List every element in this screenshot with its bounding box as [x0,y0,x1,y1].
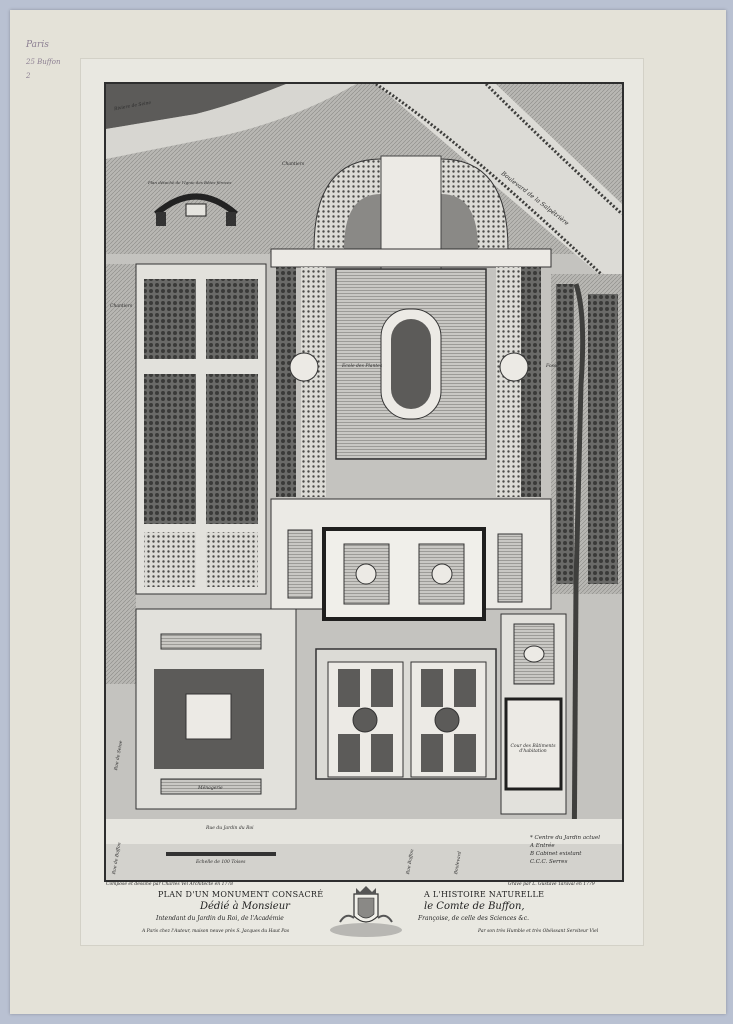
label-menagerie: Ménagerie [198,786,223,791]
title-right: A L'HISTOIRE NATURELLE [424,890,545,899]
legend-item-entree: A Entrée [530,843,555,849]
pencil-note-2: 25 Buffon [26,58,61,66]
label-cour: Cour des Bâtiments d'habitation [510,744,556,754]
label-chantiers: Chantiers [282,162,305,167]
intendant-left: Intendant du Jardin du Roi, de l'Académi… [156,915,284,922]
plan-drawing [106,84,622,880]
address-right: Par son très Humble et très Obéissant Se… [478,929,599,934]
label-plan-detache: Plan détaché de l'Ignie des Bêtes féroce… [148,180,232,185]
legend-item-centre: * Centre du Jardin actuel [530,835,600,841]
intendant-right: Françoise, de celle des Sciences &c. [418,915,530,922]
menagerie-detail-plan [154,193,238,226]
legend-item-serres: C.C.C. Serres [530,859,568,865]
seine-river [106,84,286,129]
credit-engraved: Gravé par L. Gustave Taraval en 1779 [508,882,595,887]
garden-plan-map: Riviere de Seine Chantiers Plan détaché … [104,82,624,882]
label-ecole-plantes: Ecole des Plantes [342,364,383,369]
pencil-note-3: 2 [26,72,31,80]
label-fosse: Fossé [546,364,559,369]
pencil-note-1: Paris [26,40,49,50]
map-legend: * Centre du Jardin actuel A Entrée B Cab… [530,834,600,866]
central-basin [391,319,431,409]
canal [573,283,586,585]
title-left: PLAN D'UN MONUMENT CONSACRÉ [158,890,324,899]
label-chantiers-left: Chantiers [110,304,133,309]
menagerie-center [185,693,232,740]
dedication-left: Dédié à Monsieur [200,901,290,912]
label-rue-jardin: Rue du Jardin du Roi [206,826,254,831]
coat-of-arms-emblem [330,886,402,937]
dedication-right: le Comte de Buffon, [424,901,525,912]
address-left: A Paris chez l'Auteur, maison neuve près… [142,929,290,934]
label-echelle: Echelle de 100 Toises [196,860,246,865]
legend-item-cabinet: B Cabinet existant [530,851,582,857]
credit-composed: Composé et dessiné par Charles Vel Archi… [106,882,234,887]
scale-bar [166,852,276,856]
